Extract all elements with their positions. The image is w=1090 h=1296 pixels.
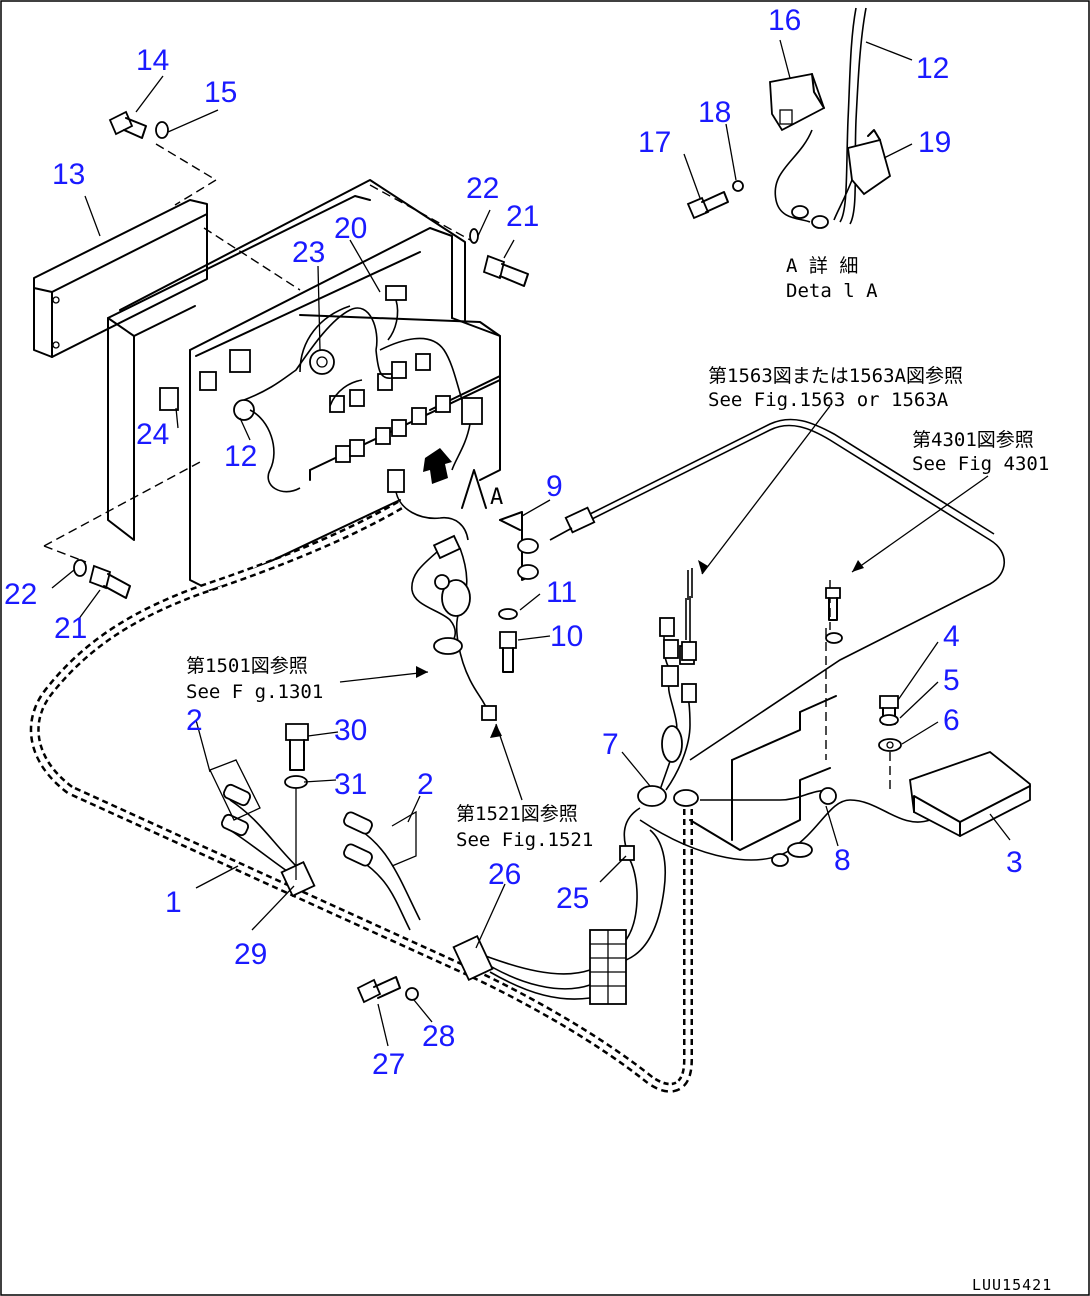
callout-24: 24 [136, 418, 169, 451]
view-a-label: A [490, 485, 503, 510]
callout-9: 9 [546, 470, 563, 503]
callout-7: 7 [602, 728, 619, 761]
callout-16: 16 [768, 4, 801, 37]
callout-4: 4 [943, 620, 960, 653]
notes: A 詳 細 Deta l A 第1563図または1563A図参照 See Fig… [186, 255, 1052, 1294]
callout-22a: 22 [466, 172, 499, 205]
fasteners [73, 110, 529, 599]
callout-31: 31 [334, 768, 367, 801]
ref-1521-jp: 第1521図参照 [456, 803, 578, 825]
callout-26: 26 [488, 858, 521, 891]
drawing-code: LUU15421 [972, 1276, 1052, 1294]
ref-1563-en: See Fig.1563 or 1563A [708, 389, 949, 411]
callout-25: 25 [556, 882, 589, 915]
assembly-lines [43, 143, 891, 790]
callout-5: 5 [943, 664, 960, 697]
callout-15: 15 [204, 76, 237, 109]
callout-13: 13 [52, 158, 85, 191]
leader-lines [51, 39, 1011, 1047]
callout-11: 11 [546, 576, 577, 609]
callout-8: 8 [834, 844, 851, 877]
callout-2b: 2 [417, 768, 434, 801]
callout-3: 3 [1006, 846, 1023, 879]
callout-21b: 21 [54, 612, 87, 645]
callout-21a: 21 [506, 200, 539, 233]
callout-28: 28 [422, 1020, 455, 1053]
ref-1563-jp: 第1563図または1563A図参照 [708, 365, 963, 387]
callout-1: 1 [165, 886, 182, 919]
detail-a-title-jp: A 詳 細 [786, 255, 858, 277]
detail-a-title-en: Deta l A [786, 280, 878, 302]
main-harness [29, 418, 1031, 1093]
detail-a-inset [686, 7, 892, 229]
dashboard-panel [33, 179, 501, 591]
ref-1501-jp: 第1501図参照 [186, 655, 308, 677]
callout-2a: 2 [186, 704, 203, 737]
callout-30: 30 [334, 714, 367, 747]
callout-19: 19 [918, 126, 951, 159]
callout-numbers: 1 2 2 3 4 5 6 7 8 9 11 10 12 12 13 14 15… [4, 4, 1023, 1081]
callout-10: 10 [550, 620, 583, 653]
callout-18: 18 [698, 96, 731, 129]
ref-1501-en: See F g.1301 [186, 681, 323, 703]
callout-17: 17 [638, 126, 671, 159]
callout-12b: 12 [224, 440, 257, 473]
callout-14: 14 [136, 44, 169, 77]
reference-arrows [339, 405, 989, 801]
ref-1521-en: See Fig.1521 [456, 829, 593, 851]
callout-29: 29 [234, 938, 267, 971]
callout-20: 20 [334, 212, 367, 245]
ref-4301-en: See Fig 4301 [912, 453, 1049, 475]
ref-4301-jp: 第4301図参照 [912, 429, 1034, 451]
callout-23: 23 [292, 236, 325, 269]
callout-6: 6 [943, 704, 960, 737]
callout-22b: 22 [4, 578, 37, 611]
callout-12a: 12 [916, 52, 949, 85]
callout-27: 27 [372, 1048, 405, 1081]
